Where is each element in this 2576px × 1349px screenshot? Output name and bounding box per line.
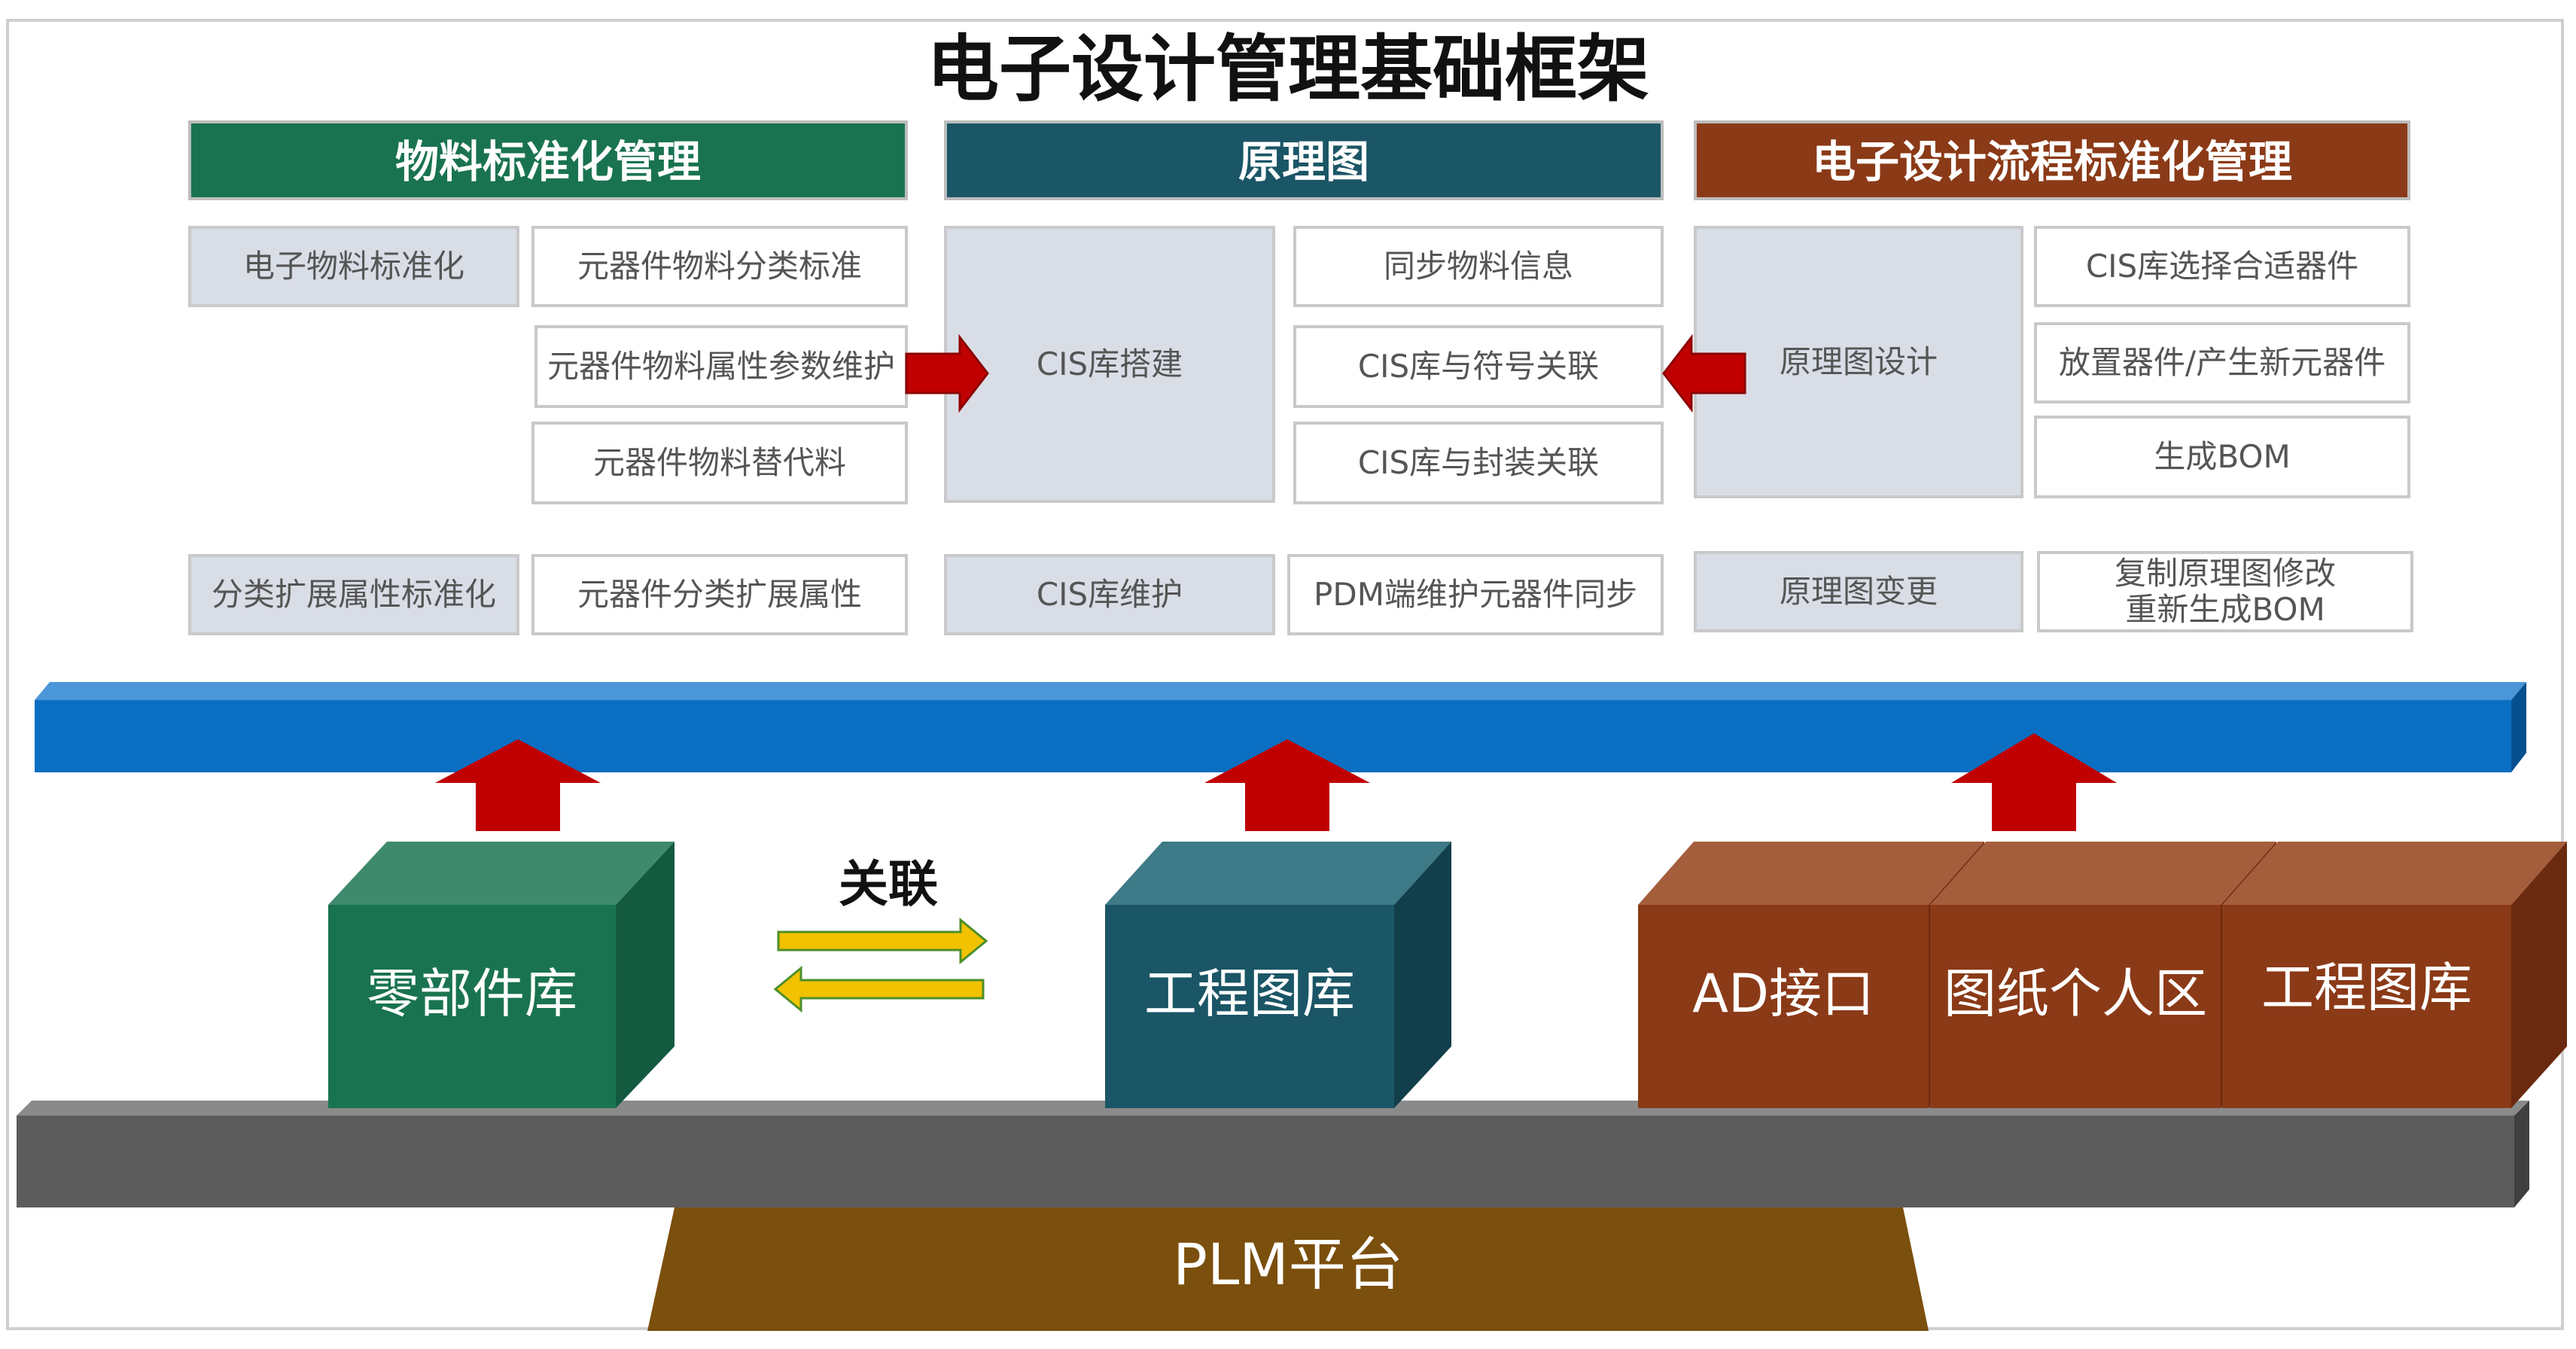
platform-bar (17, 1101, 2529, 1207)
left-arrow-icon (1662, 333, 1746, 413)
cube-label-eng: 工程图库 (2261, 957, 2472, 1019)
schematic-right-item: 同步物料信息 (1293, 226, 1664, 307)
materials-right-item: 元器件物料分类标准 (531, 226, 908, 307)
process-right-item: 生成BOM (2034, 416, 2410, 498)
up-arrow-icon (435, 739, 601, 831)
process-right-line: 复制原理图修改 (2114, 554, 2336, 592)
drawing-library-cube (1105, 842, 1451, 1108)
process-right-item: 放置器件/产生新元器件 (2034, 322, 2410, 403)
cube-label-parts: 零部件库 (367, 963, 577, 1025)
process-left-item: 原理图设计 (1694, 226, 2023, 498)
materials-right-item: 元器件分类扩展属性 (531, 554, 908, 635)
right-arrow-icon (905, 333, 989, 413)
process-right-item: CIS库选择合适器件 (2034, 226, 2410, 307)
header-schematic: 原理图 (944, 120, 1664, 200)
process-right-item-multiline: 复制原理图修改 重新生成BOM (2037, 551, 2413, 632)
process-left-item: 原理图变更 (1694, 551, 2023, 632)
eng-drawing-cube (2222, 842, 2567, 1108)
schematic-left-item: CIS库维护 (944, 554, 1275, 635)
cube-label-ad: AD接口 (1692, 963, 1874, 1025)
platform-label: PLM平台 (1173, 1231, 1403, 1298)
materials-right-item: 元器件物料替代料 (531, 422, 908, 504)
schematic-right-item: CIS库与符号关联 (1293, 325, 1664, 408)
parts-library-cube (328, 842, 674, 1108)
up-arrow-icon (1951, 733, 2117, 831)
cube-label-drawings: 工程图库 (1144, 963, 1355, 1025)
materials-left-item: 电子物料标准化 (188, 226, 519, 307)
header-process: 电子设计流程标准化管理 (1694, 120, 2410, 200)
link-label: 关联 (839, 855, 938, 913)
header-materials: 物料标准化管理 (188, 120, 908, 200)
process-right-line: 重新生成BOM (2125, 591, 2325, 628)
plm-base (647, 1207, 1929, 1331)
up-arrow-icon (1204, 739, 1370, 831)
schematic-right-item: CIS库与封装关联 (1293, 422, 1664, 504)
link-left-arrow-icon (773, 965, 985, 1013)
page-title: 电子设计管理基础框架 (927, 27, 1649, 111)
materials-left-item: 分类扩展属性标准化 (188, 554, 519, 635)
schematic-right-item: PDM端维护元器件同步 (1287, 554, 1664, 635)
cube-label-personal: 图纸个人区 (1944, 963, 2207, 1025)
materials-right-item: 元器件物料属性参数维护 (534, 325, 908, 408)
link-right-arrow-icon (777, 917, 988, 965)
